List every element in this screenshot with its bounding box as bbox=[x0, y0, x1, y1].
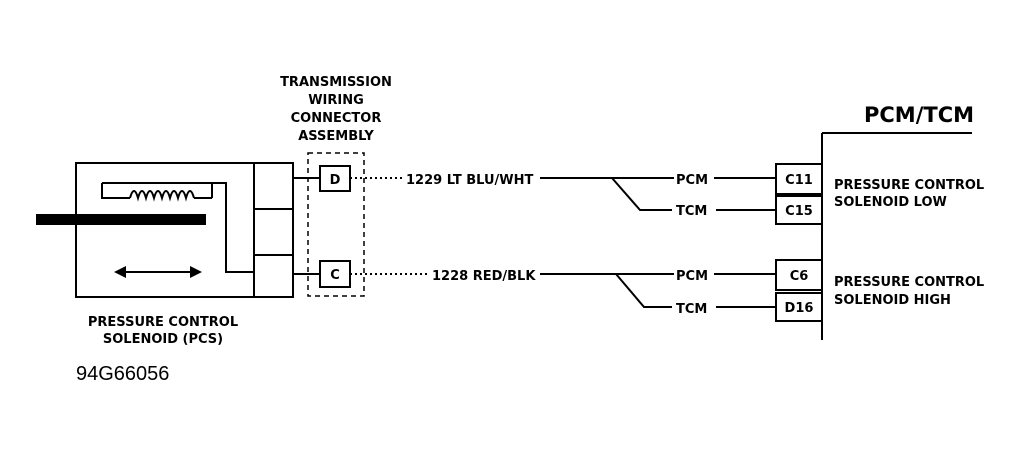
module-pin-c15-box bbox=[775, 195, 823, 225]
circuit-1228 bbox=[293, 273, 776, 308]
connector-title-line-3: CONNECTOR bbox=[291, 111, 382, 126]
module-pin-c11-box bbox=[775, 163, 823, 195]
high-label-line-1: PRESSURE CONTROL bbox=[834, 275, 984, 290]
module-pin-c6-box bbox=[775, 259, 823, 291]
wire-1228-label: 1228 RED/BLK bbox=[432, 269, 536, 284]
connector-title-line-2: WIRING bbox=[308, 93, 364, 108]
top-branch-tcm-label: TCM bbox=[676, 204, 707, 219]
module-pin-c15: C15 bbox=[785, 204, 813, 219]
module-pin-d16-box bbox=[775, 292, 823, 322]
coil-return-lead bbox=[102, 182, 254, 273]
solenoid-label-line-1: PRESSURE CONTROL bbox=[88, 315, 238, 330]
low-label-line-1: PRESSURE CONTROL bbox=[834, 178, 984, 193]
pressure-control-solenoid bbox=[36, 162, 294, 298]
plunger-rod bbox=[36, 214, 206, 225]
double-arrow-icon bbox=[114, 266, 202, 278]
connector-title-line-1: TRANSMISSION bbox=[280, 75, 392, 90]
top-branch-pcm-label: PCM bbox=[676, 173, 708, 188]
solenoid-terminal-bottom bbox=[253, 254, 294, 298]
connector-pin-c: C bbox=[330, 268, 340, 283]
figure-id: 94G66056 bbox=[76, 363, 169, 385]
module-title: PCM/TCM bbox=[864, 103, 974, 127]
transmission-connector-assembly: TRANSMISSION WIRING CONNECTOR ASSEMBLY D… bbox=[280, 75, 392, 297]
solenoid-label-line-2: SOLENOID (PCS) bbox=[103, 332, 223, 347]
wire-1229-label: 1229 LT BLU/WHT bbox=[406, 173, 533, 188]
bottom-branch-tcm-label: TCM bbox=[676, 302, 707, 317]
module-pin-c11: C11 bbox=[785, 173, 813, 188]
module-pin-c6: C6 bbox=[790, 269, 809, 284]
circuit-1229 bbox=[293, 177, 776, 211]
connector-pin-d: D bbox=[330, 173, 341, 188]
low-label-line-2: SOLENOID LOW bbox=[834, 195, 947, 210]
bottom-branch-pcm-label: PCM bbox=[676, 269, 708, 284]
solenoid-terminal-top bbox=[253, 162, 294, 210]
high-label-line-2: SOLENOID HIGH bbox=[834, 293, 951, 308]
coil-lead-left bbox=[101, 183, 130, 199]
connector-outline bbox=[307, 152, 365, 297]
coil-icon bbox=[129, 190, 195, 202]
module-pin-d16: D16 bbox=[785, 301, 814, 316]
connector-title-line-4: ASSEMBLY bbox=[298, 129, 374, 144]
pcm-tcm-module: PCM/TCM C11 C15 C6 D16 PRESSURE CONTROL … bbox=[775, 103, 984, 340]
solenoid-terminal-middle bbox=[253, 208, 294, 256]
